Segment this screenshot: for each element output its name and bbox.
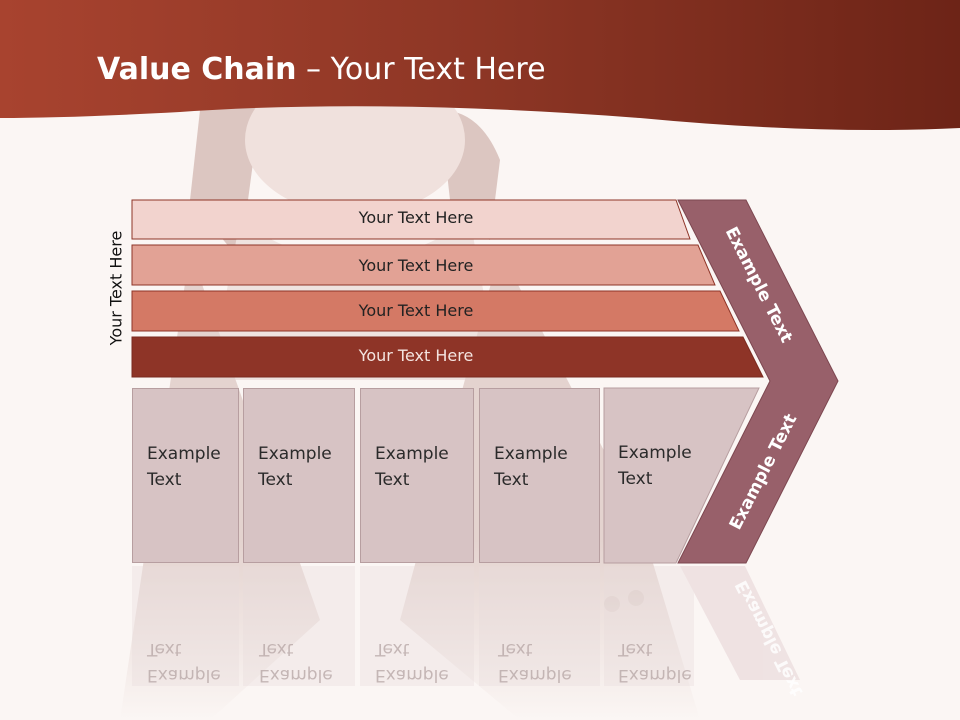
title-bold: Value Chain — [97, 52, 297, 87]
bar-4 — [131, 336, 764, 378]
bar-3 — [131, 290, 740, 332]
page-title: Value Chain – Your Text Here — [97, 52, 546, 87]
reflection — [132, 566, 800, 686]
header-band — [0, 0, 960, 131]
title-rest: – Your Text Here — [296, 52, 546, 87]
chevron-arrow — [677, 199, 839, 564]
bar-1-label: Your Text Here — [358, 208, 474, 227]
side-label: Your Text Here — [106, 230, 126, 346]
box-5-shape — [603, 387, 760, 564]
bar-2 — [131, 244, 716, 286]
bar-3-label: Your Text Here — [358, 301, 474, 320]
bar-1 — [131, 199, 691, 240]
bar-2-label: Your Text Here — [358, 256, 474, 275]
bar-4-label: Your Text Here — [358, 346, 474, 365]
